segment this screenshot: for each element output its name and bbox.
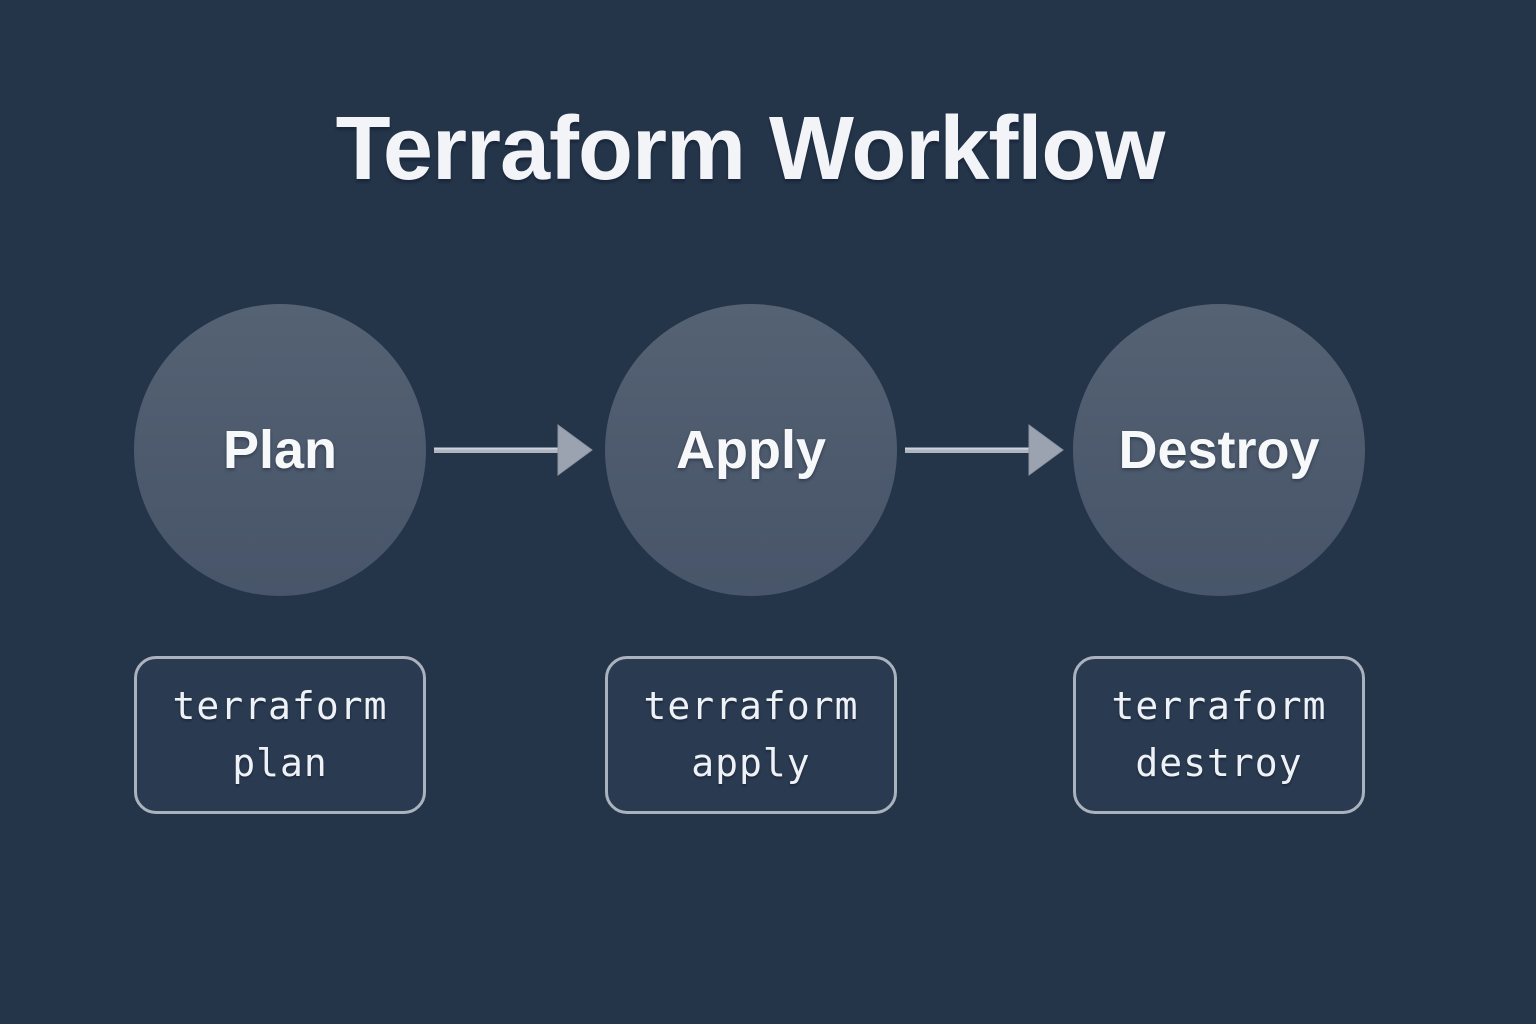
workflow-step-destroy: Destroy bbox=[1073, 304, 1365, 596]
command-text: terraform bbox=[172, 684, 388, 728]
command-box-plan: terraform plan bbox=[134, 656, 426, 814]
workflow-step-apply: Apply bbox=[605, 304, 897, 596]
command-box-destroy: terraform destroy bbox=[1073, 656, 1365, 814]
command-text: plan bbox=[232, 741, 328, 785]
step-label-destroy: Destroy bbox=[1118, 420, 1320, 480]
step-label-plan: Plan bbox=[222, 420, 338, 480]
command-text: terraform bbox=[643, 684, 859, 728]
arrow-right-icon bbox=[905, 424, 1065, 476]
page-title: Terraform Workflow bbox=[335, 99, 1166, 199]
command-box-apply: terraform apply bbox=[605, 656, 897, 814]
arrow-right-icon bbox=[434, 424, 594, 476]
command-text: apply bbox=[691, 741, 811, 785]
workflow-step-plan: Plan bbox=[134, 304, 426, 596]
command-text: terraform bbox=[1111, 684, 1327, 728]
command-text: destroy bbox=[1135, 741, 1303, 785]
step-label-apply: Apply bbox=[675, 420, 826, 480]
